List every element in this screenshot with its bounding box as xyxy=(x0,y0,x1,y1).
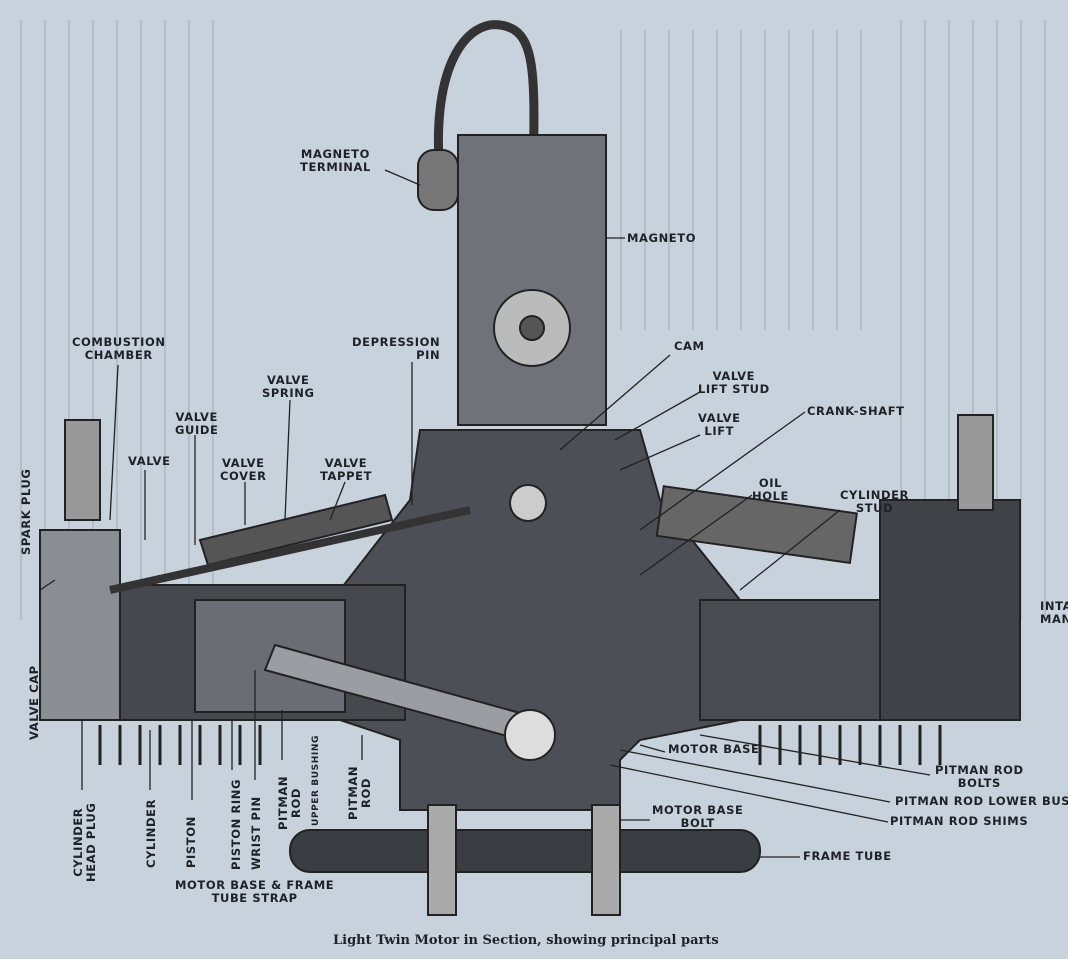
spark-plug-right xyxy=(957,414,994,511)
label-line: MAGNETO xyxy=(300,147,371,161)
label-line: GUIDE xyxy=(175,423,219,437)
label-piston: PISTON xyxy=(184,816,198,868)
label-line: LIFT xyxy=(704,424,735,438)
valve-rod xyxy=(109,506,471,594)
label-spark-plug: SPARK PLUG xyxy=(19,468,33,555)
label-line: SPRING xyxy=(262,386,315,400)
label-valve-cap: VALVE CAP xyxy=(27,665,41,740)
label-line: MOTOR BASE & FRAME xyxy=(175,878,335,892)
label-intake-manifold: INTAKMANIFO xyxy=(1040,600,1068,626)
label-line: ROD xyxy=(289,787,303,818)
label-frame-tube: FRAME TUBE xyxy=(803,849,892,863)
label-line: BOLTS xyxy=(957,776,1001,790)
label-line: INTAK xyxy=(1040,599,1068,613)
label-line: TERMINAL xyxy=(300,160,371,174)
label-valve: VALVE xyxy=(128,454,171,468)
label-crank-shaft: CRANK-SHAFT xyxy=(807,404,905,418)
label-cam: CAM xyxy=(674,339,705,353)
label-line: CHAMBER xyxy=(84,348,153,362)
label-line: VALVE xyxy=(175,410,218,424)
left-head xyxy=(39,529,121,721)
label-pitman-rod-lower-bushing: PITMAN ROD LOWER BUSH xyxy=(895,794,1068,808)
label-motor-base: MOTOR BASE xyxy=(668,742,760,756)
label-line: COMBUSTION xyxy=(72,335,166,349)
valve-cover xyxy=(198,493,394,567)
bolt-right xyxy=(591,804,621,916)
bleed-through-text-left xyxy=(20,20,220,620)
label-line: ROD xyxy=(359,777,373,808)
label-line: MOTOR BASE xyxy=(652,803,744,817)
label-line: VALVE xyxy=(266,373,310,387)
label-piston-ring: PISTON RING xyxy=(229,778,243,870)
leader-lines xyxy=(39,169,931,858)
label-line: VALVE xyxy=(712,369,756,383)
bleed-through-text-mid xyxy=(620,30,880,330)
label-line: TUBE STRAP xyxy=(211,891,298,905)
label-line: MANIFO xyxy=(1040,612,1068,626)
label-magneto: MAGNETO xyxy=(627,231,697,245)
label-line: HEAD PLUG xyxy=(84,802,98,882)
label-wrist-pin: WRIST PIN xyxy=(249,796,263,870)
label-line: HOLE xyxy=(752,489,789,503)
label-line: BOLT xyxy=(680,816,715,830)
label-line: PIN xyxy=(416,348,441,362)
label-line: COVER xyxy=(220,469,267,483)
label-line: CYLINDER xyxy=(840,488,910,502)
magneto-terminal-cap xyxy=(417,149,459,211)
magneto-cable xyxy=(434,20,539,221)
label-line: DEPRESSION xyxy=(352,335,441,349)
label-line: VALVE xyxy=(324,456,368,470)
label-line: VALVE xyxy=(222,456,265,470)
figure-caption: Light Twin Motor in Section, showing pri… xyxy=(333,933,719,948)
label-cylinder: CYLINDER xyxy=(144,798,158,868)
label-upper-bushing: UPPER BUSHING xyxy=(311,735,321,826)
label-line: VALVE xyxy=(698,411,741,425)
label-line: OIL xyxy=(758,476,783,490)
cooling-fins xyxy=(98,725,942,765)
label-line: LIFT STUD xyxy=(698,382,770,396)
label-line: PITMAN ROD xyxy=(935,763,1024,777)
bolt-left xyxy=(427,804,457,916)
frame-tube xyxy=(289,829,761,873)
label-line: TAPPET xyxy=(320,469,373,483)
label-line: STUD xyxy=(855,501,894,515)
right-valve-cover xyxy=(655,485,858,565)
right-head xyxy=(879,499,1021,721)
crankshaft xyxy=(509,484,547,522)
spark-plug-left xyxy=(64,419,101,521)
label-pitman-rod-shims: PITMAN ROD SHIMS xyxy=(890,814,1029,828)
magneto-body xyxy=(457,134,607,426)
